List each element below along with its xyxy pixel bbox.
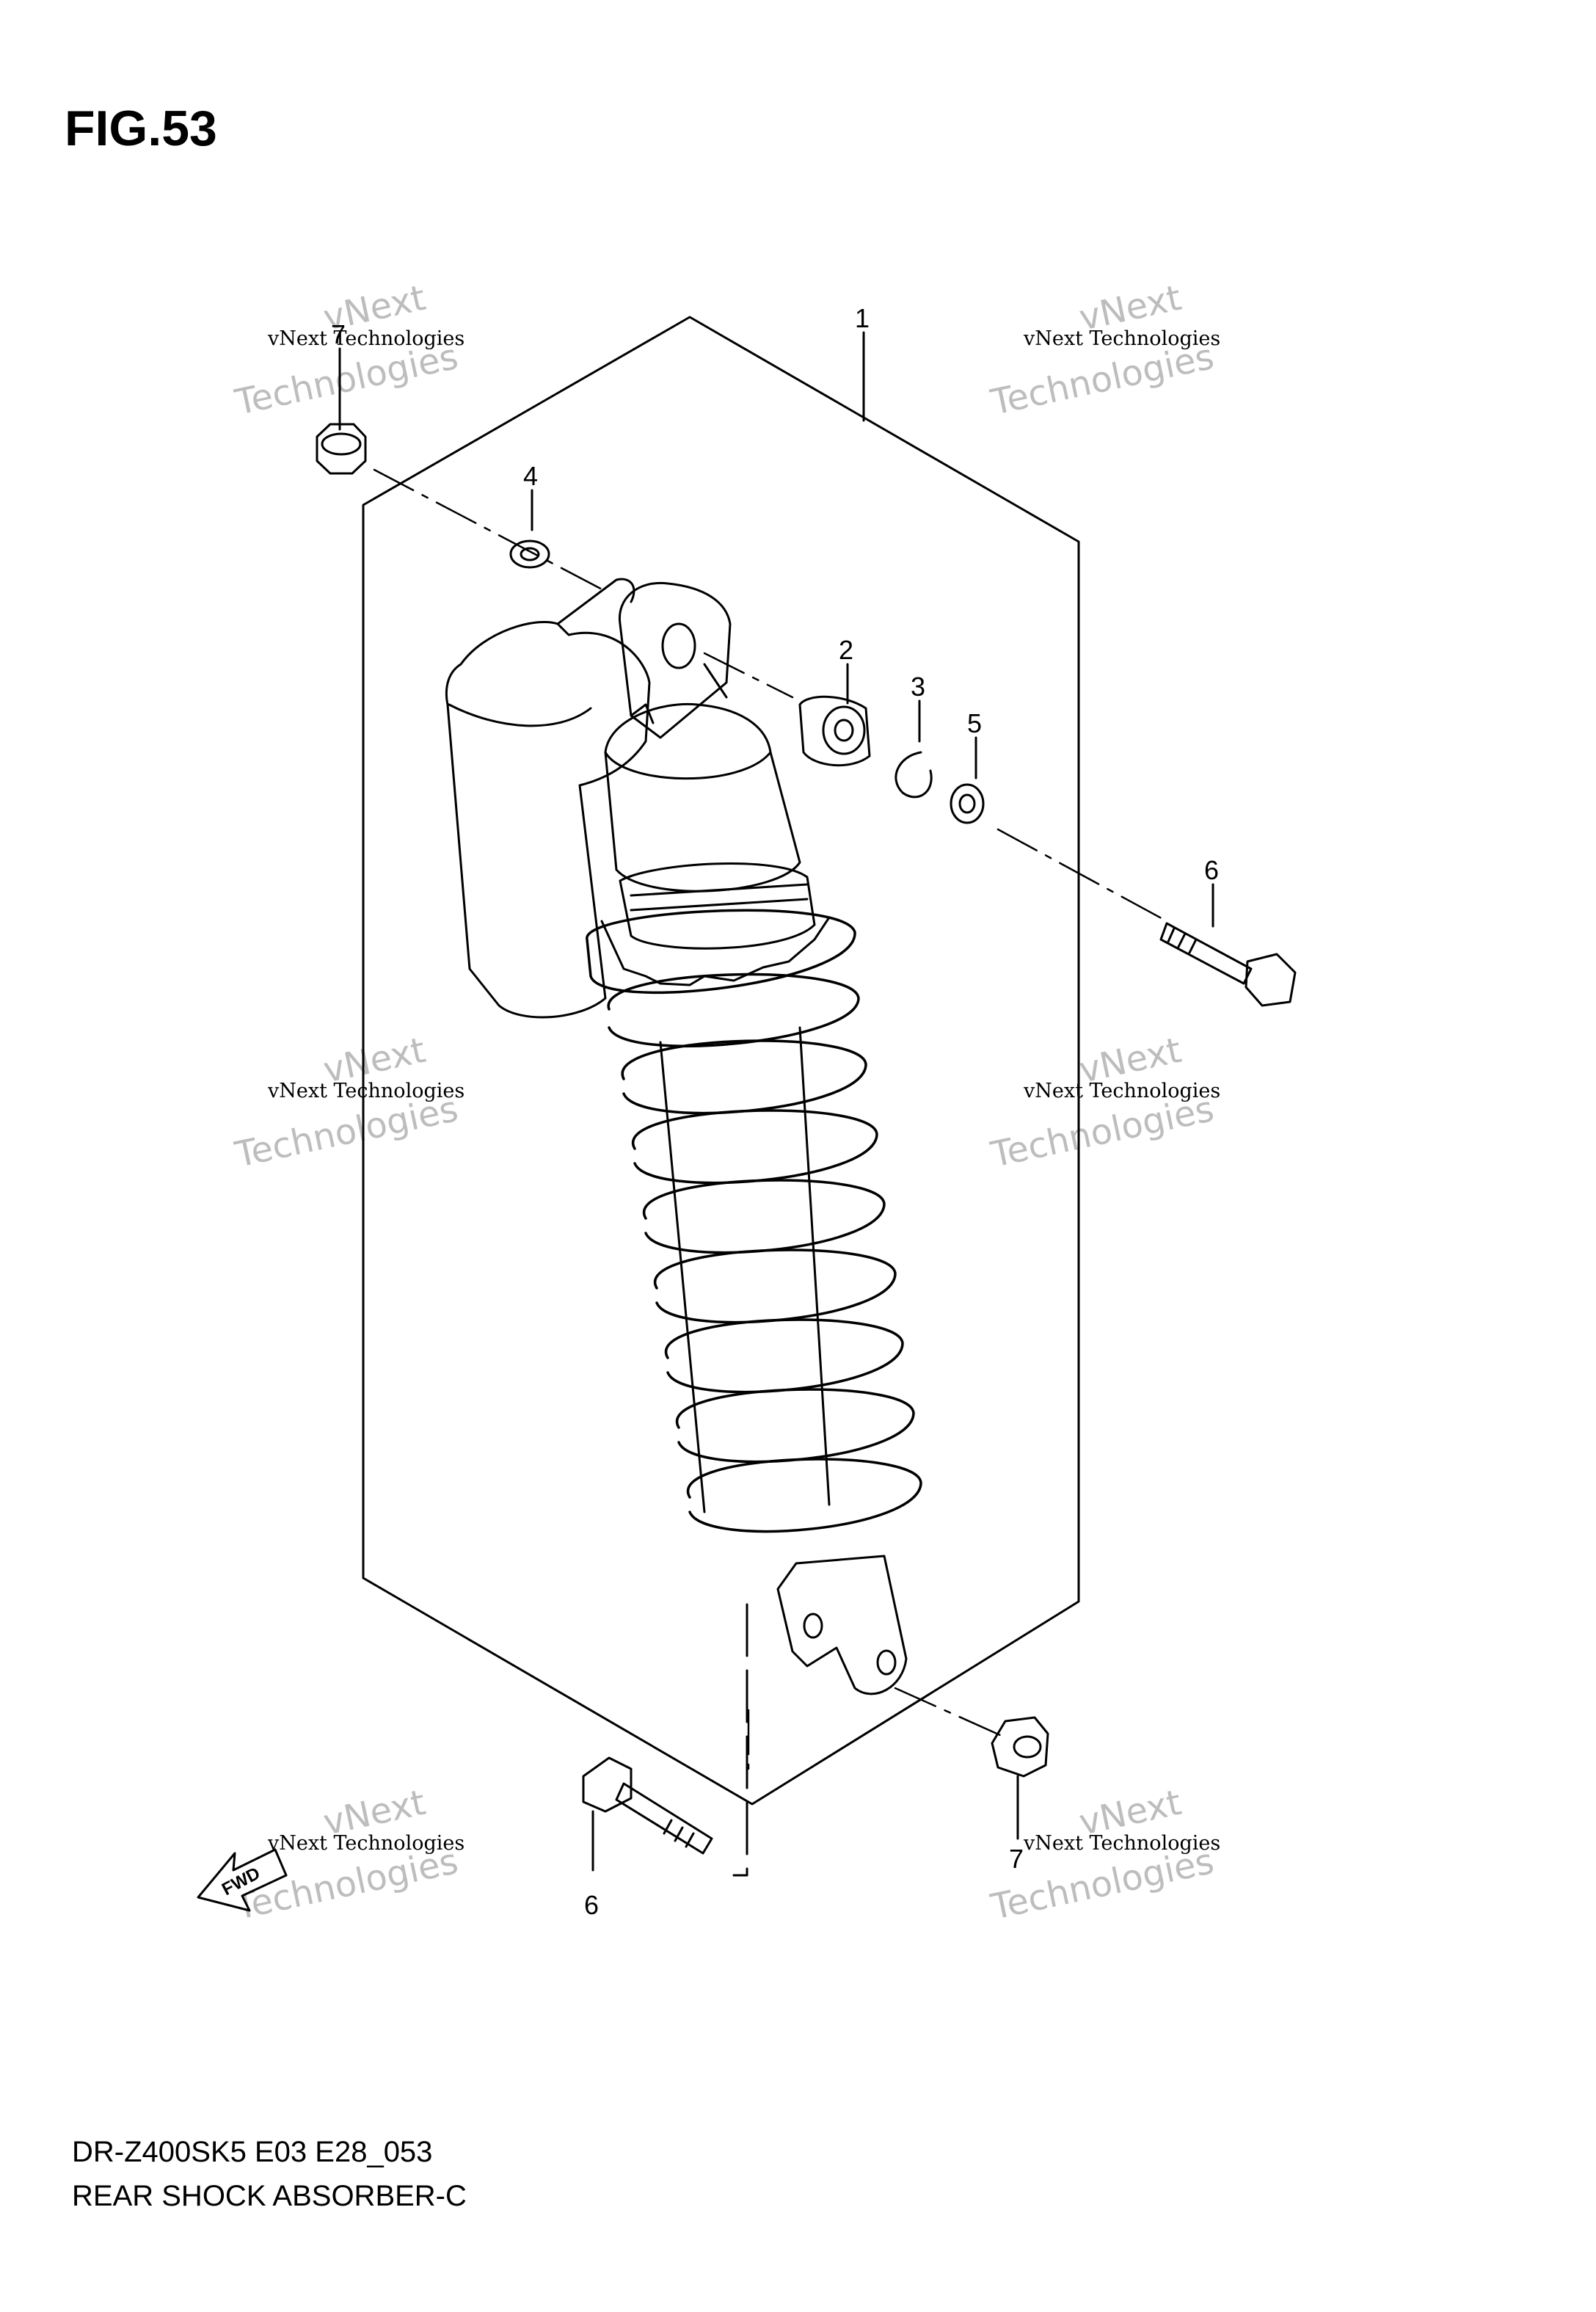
reservoir-edge bbox=[448, 703, 592, 727]
clevis-hole bbox=[876, 1649, 897, 1676]
body-cylinder bbox=[604, 702, 801, 893]
spring-coils bbox=[586, 909, 922, 1533]
eyelet-detail bbox=[630, 703, 655, 724]
watermark-text: vNext Technologies bbox=[267, 1080, 464, 1102]
watermark: vNext Technologies vNext Technologies bbox=[231, 277, 464, 423]
callout-4: 4 bbox=[523, 461, 538, 491]
body-edge bbox=[604, 751, 772, 780]
shaft-body bbox=[659, 1026, 831, 1513]
nut-thread bbox=[630, 883, 809, 912]
model-code: DR-Z400SK5 E03 E28_053 bbox=[72, 2136, 432, 2168]
washer-5 bbox=[950, 783, 985, 824]
watermark: vNext Technologies vNext Technologies bbox=[987, 1030, 1220, 1176]
callout-6-lower: 6 bbox=[584, 1890, 599, 1920]
eyelet-hole bbox=[661, 622, 696, 669]
callout-1: 1 bbox=[855, 303, 870, 333]
reservoir-hose bbox=[556, 578, 635, 625]
circlip bbox=[894, 751, 933, 799]
leader-lines bbox=[338, 331, 1214, 1872]
bolt-upper bbox=[1159, 922, 1297, 1007]
callout-5: 5 bbox=[967, 708, 982, 738]
rear-shock-absorber bbox=[445, 578, 922, 1695]
eyelet-detail bbox=[703, 663, 728, 699]
watermark-group: vNext Technologies vNext Technologies vN… bbox=[231, 277, 1220, 1928]
watermark: vNext Technologies vNext Technologies bbox=[231, 1030, 464, 1176]
watermark: vNext Technologies vNext Technologies bbox=[987, 277, 1220, 423]
callout-7-upper: 7 bbox=[331, 319, 346, 349]
lower-clevis bbox=[776, 1555, 908, 1695]
top-eyelet bbox=[618, 581, 732, 739]
washer-4 bbox=[509, 539, 550, 569]
figure-title: FIG.53 bbox=[65, 101, 217, 156]
bushing bbox=[798, 695, 871, 767]
frame-inner-edge bbox=[732, 1603, 748, 1877]
figure-caption: REAR SHOCK ABSORBER-C bbox=[72, 2180, 467, 2212]
reservoir bbox=[445, 620, 651, 1019]
callout-6-upper: 6 bbox=[1204, 855, 1219, 885]
watermark-text: vNext Technologies bbox=[1023, 327, 1220, 350]
flange-nut-bottom bbox=[991, 1716, 1049, 1778]
watermark-text: vNext Technologies bbox=[1023, 1080, 1220, 1102]
watermark-text: vNext Technologies bbox=[267, 1832, 464, 1855]
watermark-text: vNext Technologies bbox=[267, 327, 464, 350]
callout-2: 2 bbox=[839, 635, 853, 665]
assembly-frame bbox=[362, 316, 1080, 1806]
centerlines bbox=[373, 468, 1168, 1770]
clevis-hole bbox=[803, 1613, 823, 1639]
bolt-lower bbox=[582, 1756, 713, 1855]
callout-7-lower: 7 bbox=[1009, 1844, 1024, 1874]
watermark-text: vNext Technologies bbox=[1023, 1832, 1220, 1855]
flange-nut-top bbox=[316, 423, 367, 475]
callout-3: 3 bbox=[911, 672, 925, 702]
adjuster-nut bbox=[619, 862, 816, 950]
